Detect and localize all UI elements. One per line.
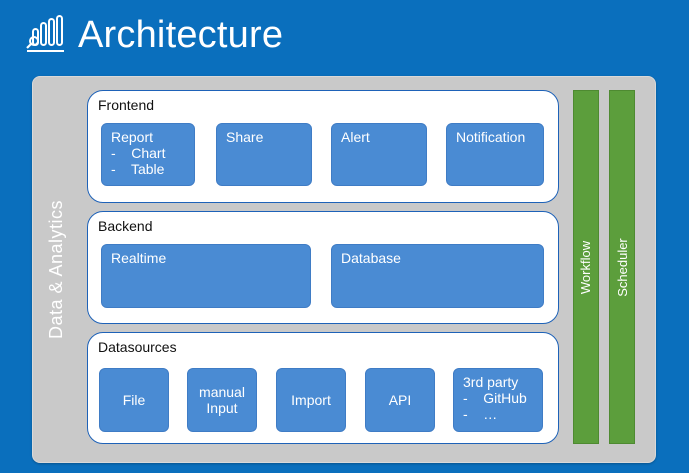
realtime-box[interactable]: Realtime bbox=[101, 244, 311, 308]
manual-input-box[interactable]: manual Input bbox=[187, 368, 257, 432]
report-box[interactable]: Report - Chart - Table bbox=[101, 123, 195, 186]
workflow-bar[interactable]: Workflow bbox=[573, 90, 599, 444]
platform-label: Data & Analytics bbox=[46, 199, 67, 340]
scheduler-bar[interactable]: Scheduler bbox=[609, 90, 635, 444]
notification-box[interactable]: Notification bbox=[446, 123, 544, 186]
backend-layer: Backend Realtime Database bbox=[87, 211, 559, 324]
alert-box[interactable]: Alert bbox=[331, 123, 427, 186]
backend-title: Backend bbox=[98, 218, 153, 234]
api-box[interactable]: API bbox=[365, 368, 435, 432]
header: Architecture bbox=[26, 10, 283, 60]
datasources-title: Datasources bbox=[98, 339, 177, 355]
frontend-layer: Frontend Report - Chart - Table Share Al… bbox=[87, 90, 559, 203]
datasources-layer: Datasources File manual Input Import API… bbox=[87, 332, 559, 444]
page-title: Architecture bbox=[78, 13, 284, 56]
share-box[interactable]: Share bbox=[216, 123, 312, 186]
platform-panel: Data & Analytics Frontend Report - Chart… bbox=[32, 76, 656, 463]
frontend-title: Frontend bbox=[98, 97, 155, 113]
third-party-box[interactable]: 3rd party - GitHub - … bbox=[453, 368, 543, 432]
file-box[interactable]: File bbox=[99, 368, 169, 432]
analytics-chart-icon bbox=[26, 15, 64, 52]
import-box[interactable]: Import bbox=[276, 368, 346, 432]
database-box[interactable]: Database bbox=[331, 244, 544, 308]
